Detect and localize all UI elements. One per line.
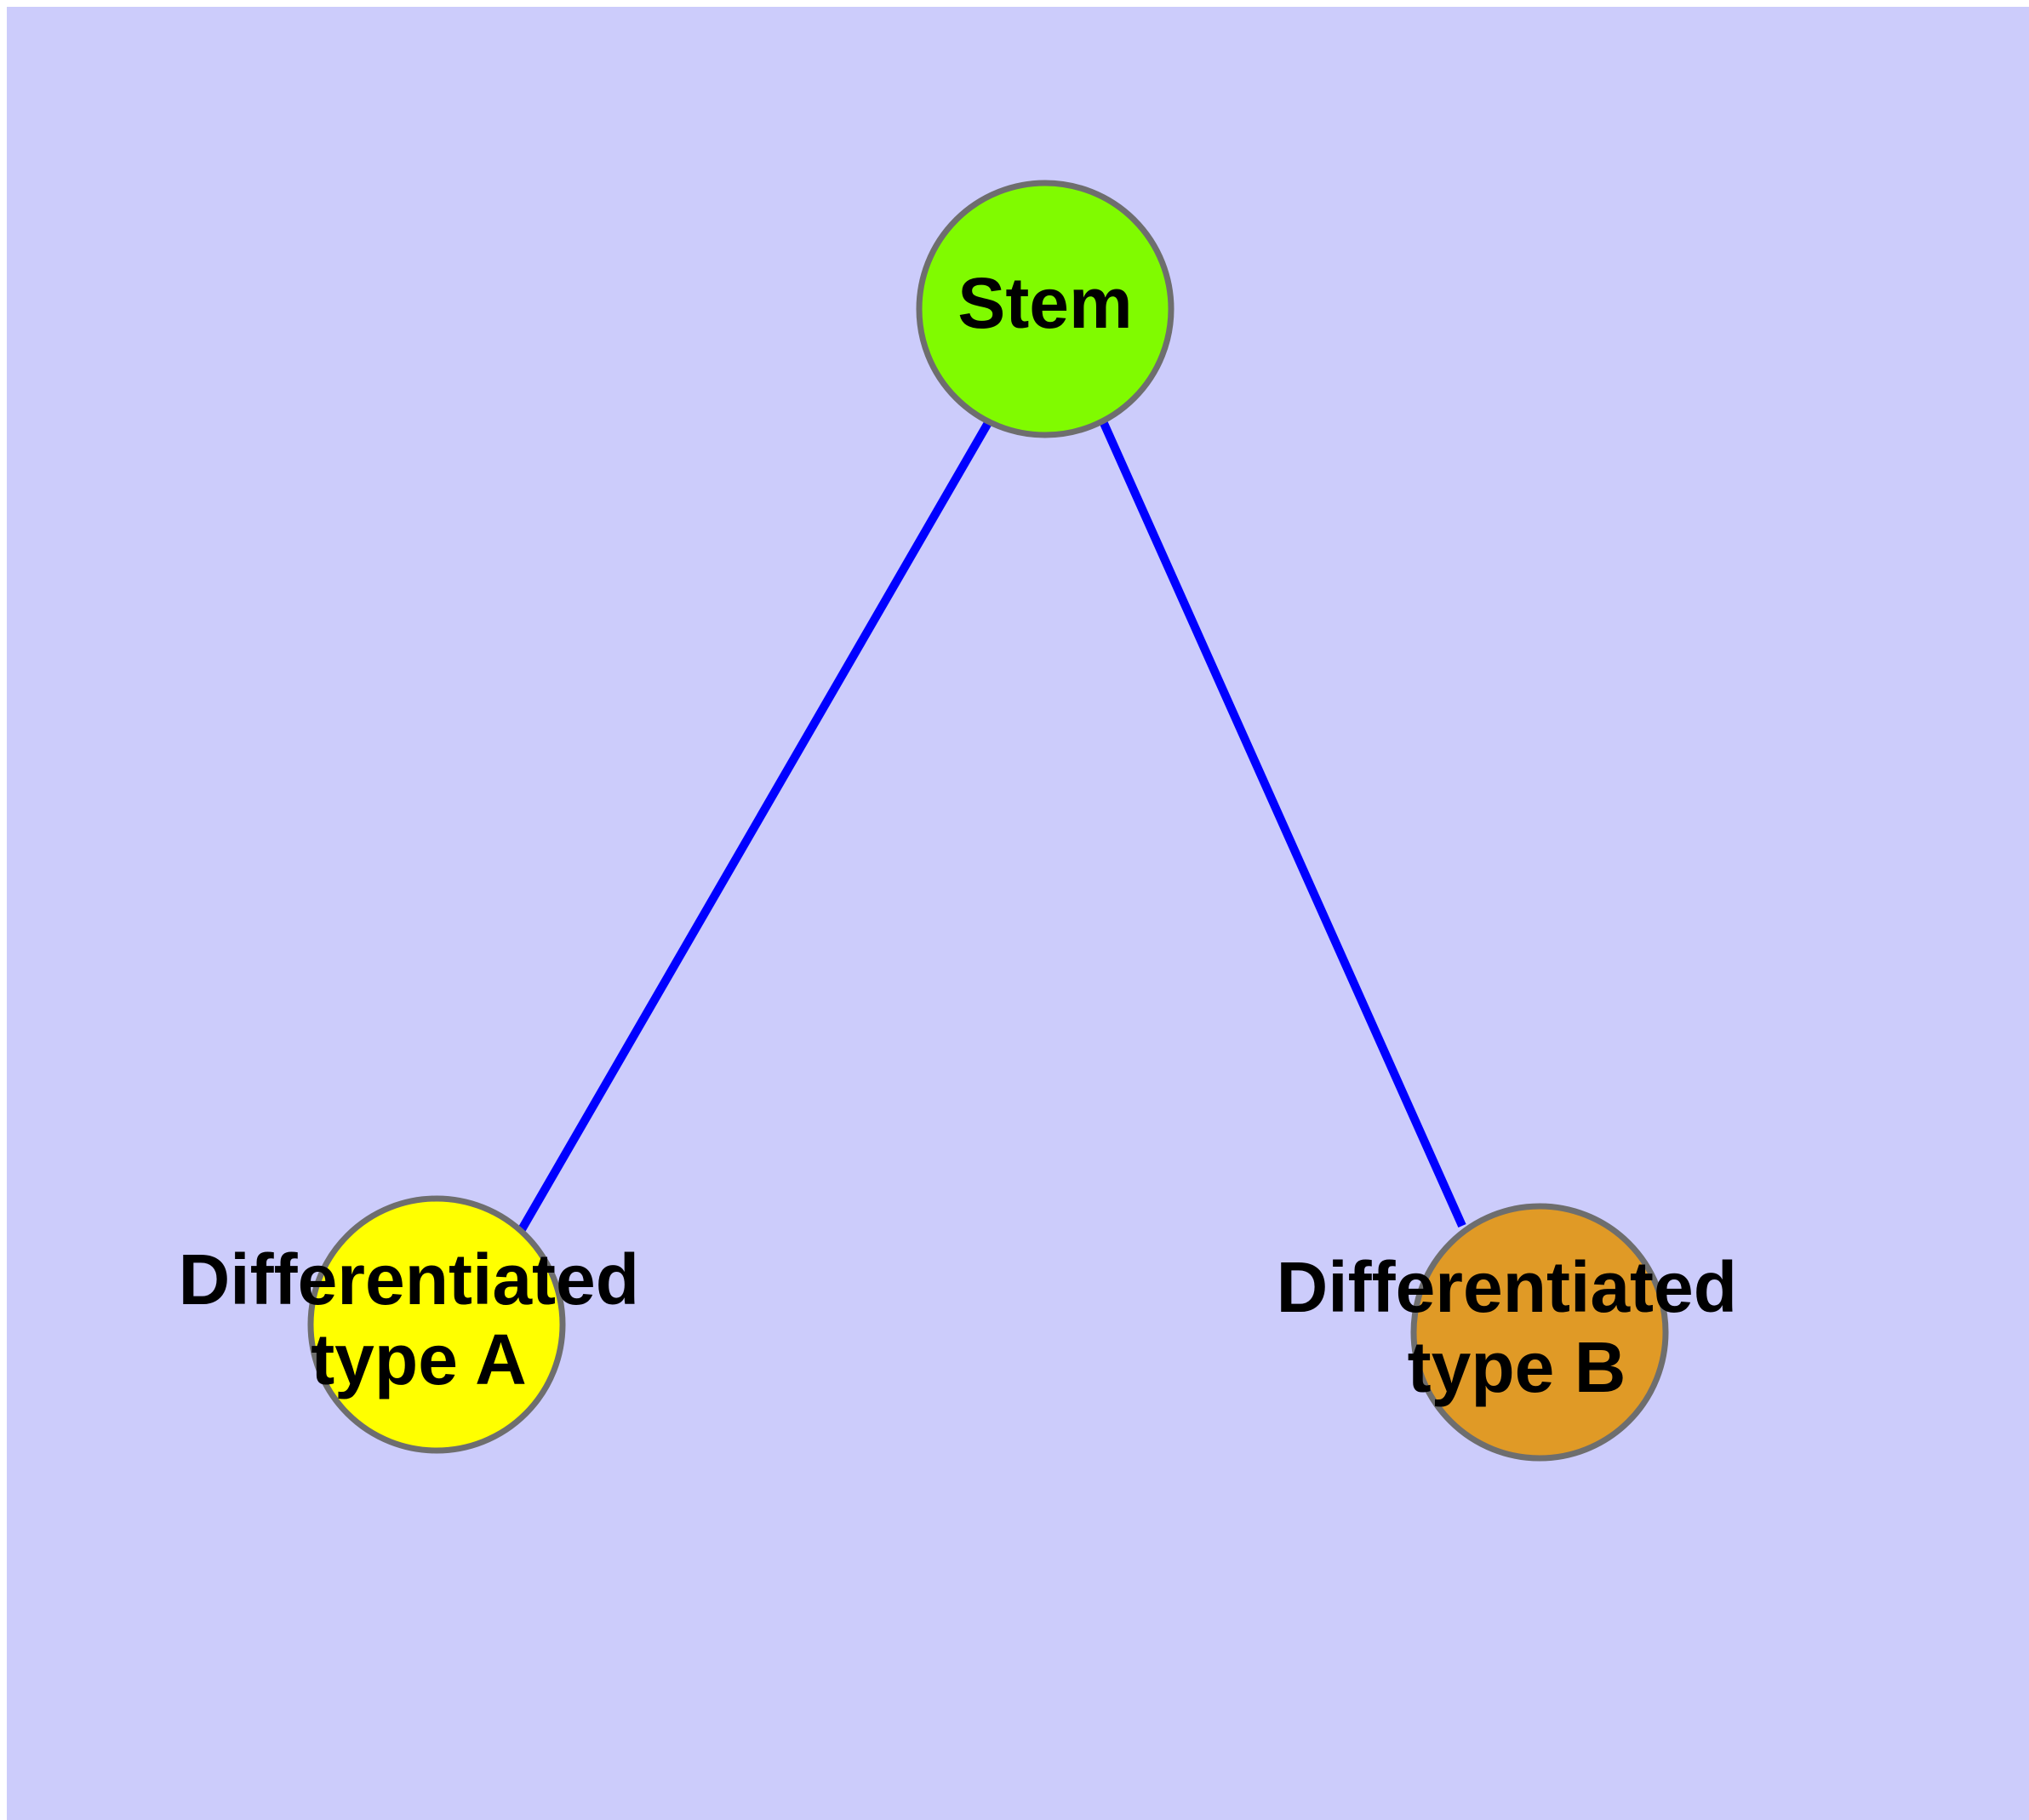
node-label-differentiated-type-a-line-1: Differentiated xyxy=(179,1239,639,1319)
edge-stem-to-differentiated-type-a xyxy=(517,419,993,1233)
diagram-plot-area: Stem Differentiated type A Differentiate… xyxy=(7,7,2029,1820)
edge-stem-to-differentiated-type-b xyxy=(1099,419,1466,1228)
network-graph: Stem Differentiated type A Differentiate… xyxy=(179,180,1758,1462)
node-label-stem: Stem xyxy=(957,263,1132,343)
node-layer xyxy=(307,180,1669,1462)
edge-layer xyxy=(517,419,1466,1233)
node-differentiated-type-a[interactable] xyxy=(307,1195,566,1454)
node-label-differentiated-type-a: Differentiated type A xyxy=(179,1239,660,1399)
node-label-stem-line-1: Stem xyxy=(957,263,1132,343)
node-differentiated-type-b[interactable] xyxy=(1410,1203,1669,1462)
node-stem[interactable] xyxy=(916,180,1175,438)
label-layer: Stem Differentiated type A Differentiate… xyxy=(179,263,1758,1407)
node-label-differentiated-type-a-line-2: type A xyxy=(311,1319,527,1399)
node-label-differentiated-type-b: Differentiated type B xyxy=(1277,1247,1758,1407)
node-label-differentiated-type-b-line-2: type B xyxy=(1408,1327,1626,1407)
node-label-differentiated-type-b-line-1: Differentiated xyxy=(1277,1247,1737,1327)
